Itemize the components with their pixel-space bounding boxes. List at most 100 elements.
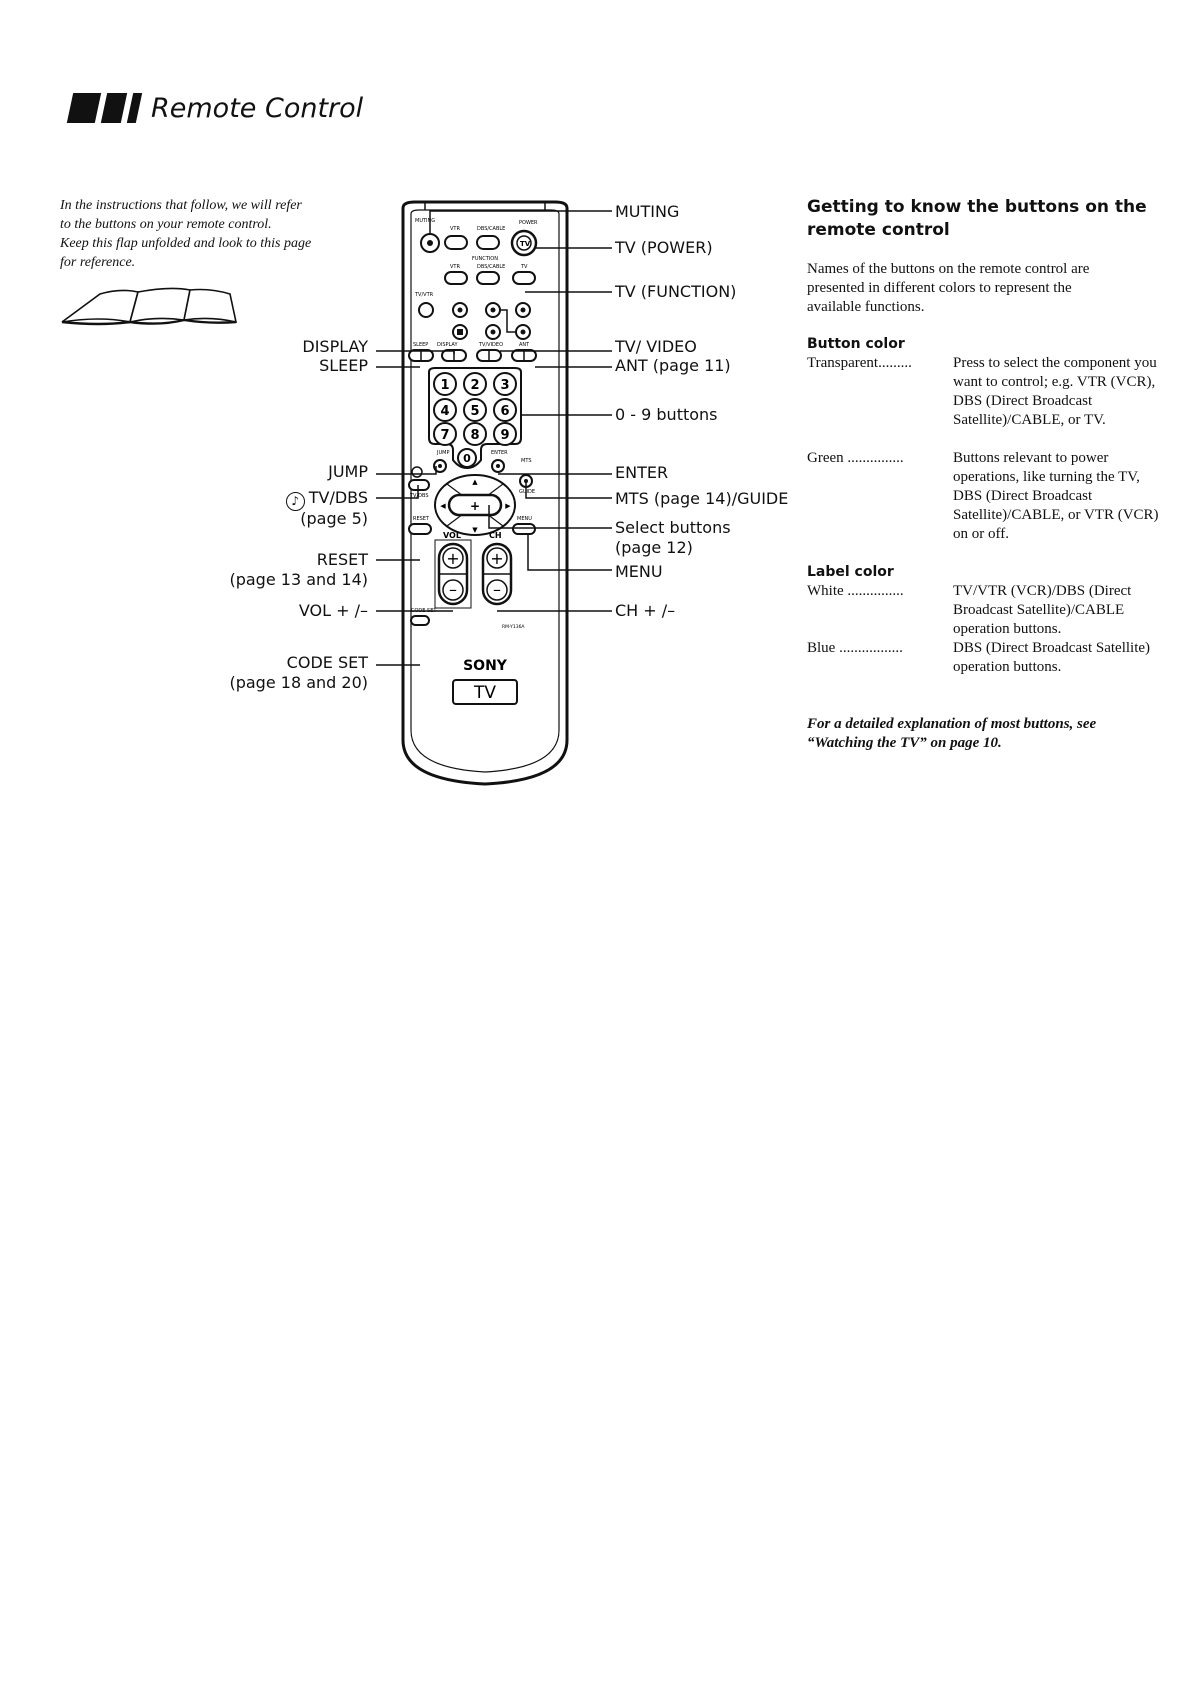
remote-digit-9-button[interactable] bbox=[493, 422, 517, 446]
button-color-title: Button color bbox=[807, 336, 905, 352]
svg-text:+: + bbox=[446, 549, 459, 568]
callout-line-tvdbs bbox=[376, 485, 419, 499]
label-color-title: Label color bbox=[807, 564, 894, 580]
button-guide-section: Getting to know the buttons on the remot… bbox=[807, 196, 1167, 753]
remote-label-power: POWER bbox=[519, 220, 538, 226]
remote-label-tvvideo: TV/VIDEO bbox=[478, 342, 503, 348]
definition-row: White ............... TV/VTR (VCR)/DBS (… bbox=[807, 582, 1167, 639]
remote-label-display: DISPLAY bbox=[437, 342, 458, 348]
remote-vtr-power-button[interactable] bbox=[444, 235, 468, 250]
intro-line: to the buttons on your remote control. bbox=[60, 217, 272, 232]
remote-label-tvdbs: TV/DBS bbox=[409, 493, 429, 499]
svg-text:7: 7 bbox=[440, 428, 449, 443]
callout-line-display bbox=[376, 350, 455, 354]
remote-digit-1-button[interactable] bbox=[433, 372, 457, 396]
definition-term: Blue ................. bbox=[807, 640, 903, 656]
svg-text:0: 0 bbox=[463, 452, 471, 465]
label-reset-page: (page 13 and 14) bbox=[229, 570, 368, 589]
svg-text:1: 1 bbox=[440, 378, 449, 393]
svg-text:▼: ▼ bbox=[472, 526, 478, 534]
remote-label-ch: CH bbox=[489, 531, 502, 540]
remote-label-vol: VOL bbox=[443, 531, 461, 540]
svg-text:–: – bbox=[493, 580, 501, 599]
remote-label-mts: MTS bbox=[521, 458, 532, 464]
remote-label-enter: ENTER bbox=[491, 450, 508, 456]
definition-row: Transparent......... Press to select the… bbox=[807, 354, 1167, 430]
label-select: Select buttons bbox=[615, 518, 731, 537]
remote-digit-5-button[interactable] bbox=[463, 398, 487, 422]
remote-model-number: RM-Y136A bbox=[502, 624, 525, 630]
svg-text:9: 9 bbox=[500, 428, 509, 443]
definition-desc: Buttons relevant to power operations, li… bbox=[953, 450, 1159, 542]
callout-line-mts bbox=[525, 481, 612, 499]
definition-term: Transparent......... bbox=[807, 355, 912, 371]
section-heading: Getting to know the buttons on the remot… bbox=[807, 197, 1147, 240]
closing-note: For a detailed explanation of most butto… bbox=[807, 716, 1097, 751]
remote-label-function: FUNCTION bbox=[472, 256, 498, 262]
remote-tvvtr-button[interactable] bbox=[418, 302, 434, 318]
label-tvdbs-page: (page 5) bbox=[300, 509, 368, 528]
svg-text:+: + bbox=[490, 549, 503, 568]
callout-line-menu bbox=[527, 534, 612, 571]
label-digits: 0 - 9 buttons bbox=[615, 405, 718, 424]
svg-text:TV: TV bbox=[520, 240, 531, 248]
remote-label-tvvtr: TV/VTR bbox=[414, 292, 434, 298]
remote-digit-6-button[interactable] bbox=[493, 398, 517, 422]
definition-term: Green ............... bbox=[807, 450, 904, 466]
svg-text:5: 5 bbox=[470, 404, 479, 419]
label-jump: JUMP bbox=[328, 462, 368, 481]
svg-text:▶: ▶ bbox=[505, 502, 511, 510]
page-title: Remote Control bbox=[151, 92, 364, 124]
remote-digit-8-button[interactable] bbox=[463, 422, 487, 446]
svg-text:4: 4 bbox=[440, 404, 449, 419]
remote-code-set-button[interactable] bbox=[410, 615, 430, 626]
remote-tv-function-button[interactable] bbox=[512, 271, 536, 285]
remote-tvdbs-button[interactable] bbox=[408, 479, 430, 491]
intro-line: for reference. bbox=[60, 255, 136, 270]
label-vol: VOL + /– bbox=[298, 601, 368, 620]
section-intro: Names of the buttons on the remote contr… bbox=[807, 261, 1090, 315]
remote-label-dbs-cable: DBS/CABLE bbox=[477, 226, 505, 232]
label-code-set: CODE SET bbox=[286, 653, 368, 672]
remote-select-center-button[interactable] bbox=[447, 493, 503, 517]
remote-digit-3-button[interactable] bbox=[493, 372, 517, 396]
label-mts: MTS (page 14)/GUIDE bbox=[615, 489, 789, 508]
callout-line-jump bbox=[376, 466, 437, 475]
label-enter: ENTER bbox=[615, 463, 669, 482]
label-tv-power: TV (POWER) bbox=[615, 238, 713, 257]
svg-text:3: 3 bbox=[500, 378, 509, 393]
remote-digit-0-button[interactable] bbox=[457, 448, 477, 468]
label-muting: MUTING bbox=[615, 202, 680, 221]
label-tv-function: TV (FUNCTION) bbox=[615, 282, 737, 301]
blue-dot-icon: ♪ bbox=[285, 492, 305, 511]
svg-text:8: 8 bbox=[470, 428, 479, 443]
label-ant: ANT (page 11) bbox=[615, 356, 731, 375]
remote-menu-button[interactable] bbox=[512, 523, 536, 535]
svg-text:▲: ▲ bbox=[472, 478, 478, 486]
remote-vtr-function-button[interactable] bbox=[444, 271, 468, 285]
remote-reset-button[interactable] bbox=[408, 523, 432, 535]
svg-text:◀: ◀ bbox=[440, 502, 446, 510]
definition-desc: Press to select the component you want t… bbox=[953, 355, 1157, 428]
remote-digit-4-button[interactable] bbox=[433, 398, 457, 422]
remote-label-menu: MENU bbox=[517, 516, 532, 522]
number-pad: 1 2 3 4 5 6 7 8 9 0 bbox=[433, 372, 517, 468]
remote-label-ant: ANT bbox=[519, 342, 530, 348]
callout-line-select bbox=[488, 505, 612, 529]
svg-text:2: 2 bbox=[470, 378, 479, 393]
remote-dbs-power-button[interactable] bbox=[476, 235, 500, 250]
page-title-block: Remote Control bbox=[66, 88, 364, 128]
remote-control-illustration: MUTING VTR DBS/CABLE POWER TV FUNCTION V… bbox=[401, 200, 569, 786]
definition-row: Green ............... Buttons relevant t… bbox=[807, 449, 1167, 544]
remote-label-muting: MUTING bbox=[415, 218, 435, 224]
remote-digit-7-button[interactable] bbox=[433, 422, 457, 446]
label-tvdbs: ♪TV/DBS bbox=[285, 488, 368, 511]
remote-label-vtr: VTR bbox=[450, 264, 460, 270]
remote-digit-2-button[interactable] bbox=[463, 372, 487, 396]
callout-lines bbox=[376, 210, 612, 666]
remote-dbs-function-button[interactable] bbox=[476, 271, 500, 285]
remote-label-dbs-cable: DBS/CABLE bbox=[477, 264, 505, 270]
definition-term: White ............... bbox=[807, 583, 904, 599]
label-ch: CH + /– bbox=[615, 601, 676, 620]
remote-label-guide: GUIDE bbox=[519, 489, 535, 495]
